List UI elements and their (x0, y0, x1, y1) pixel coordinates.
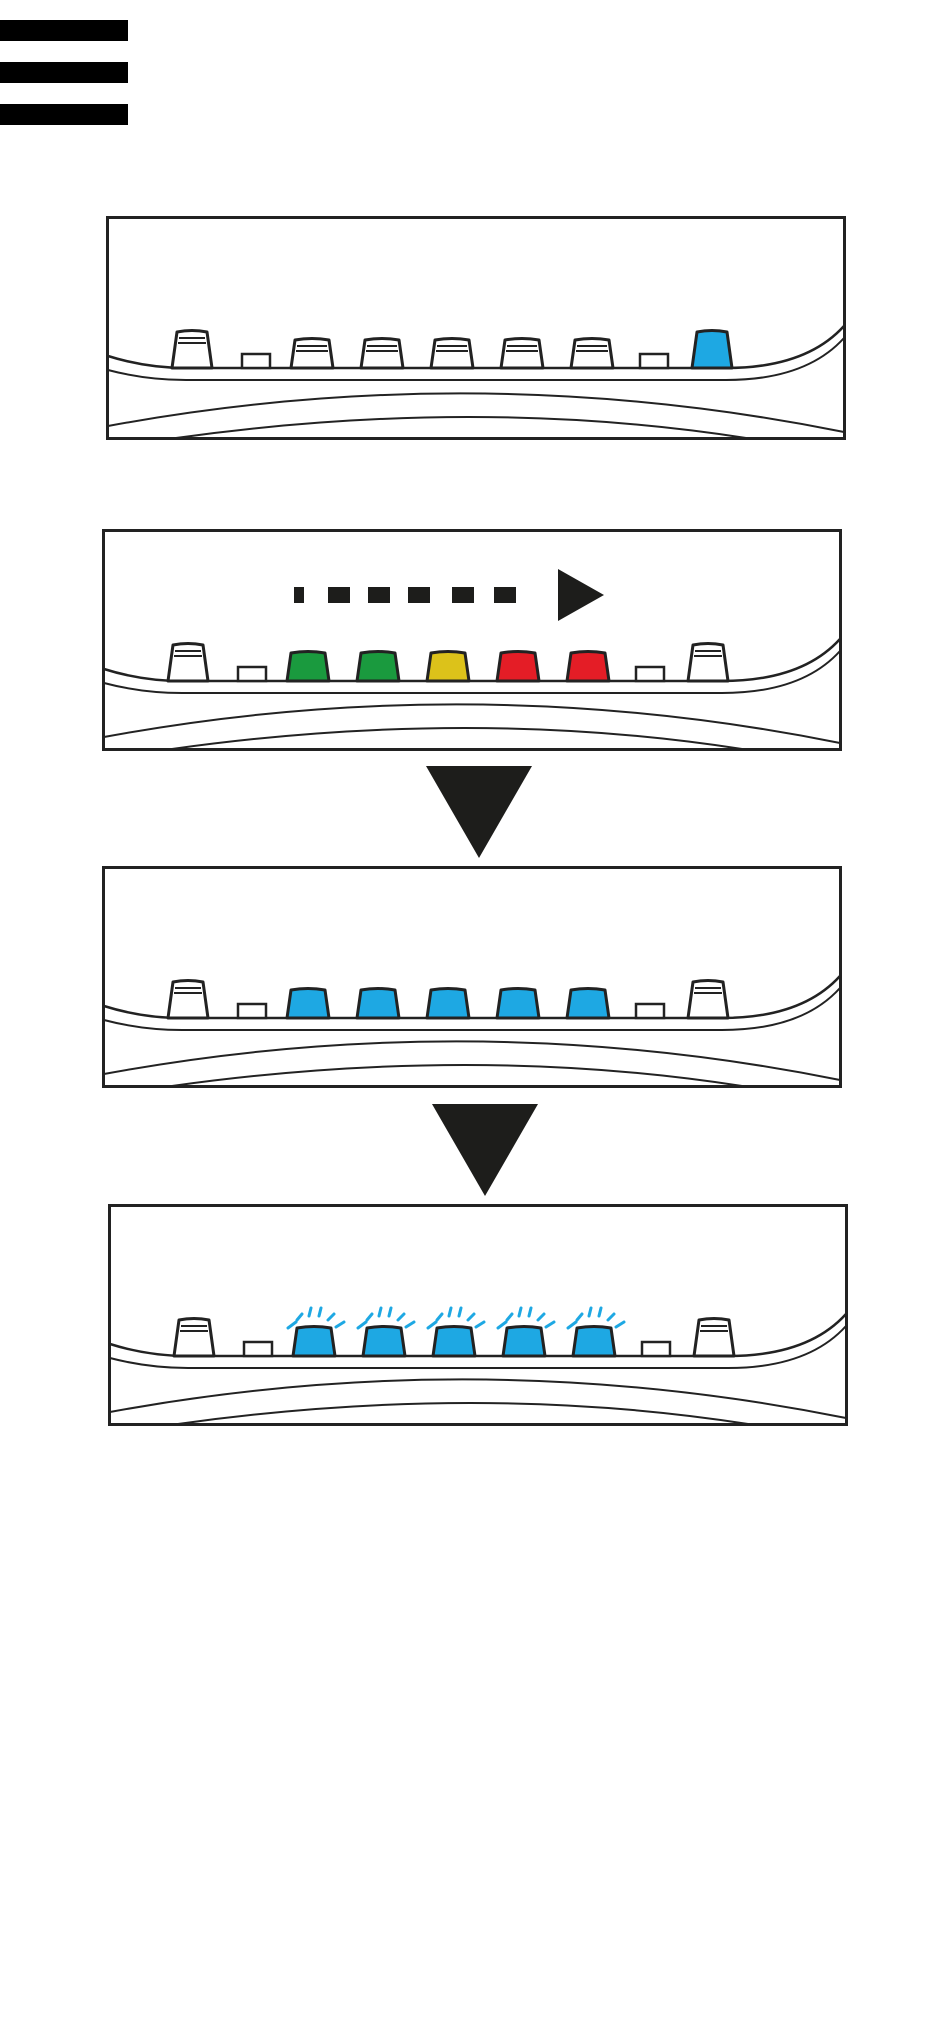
panel-1 (106, 216, 846, 440)
small-key (242, 354, 270, 368)
key-unlit (174, 1319, 214, 1357)
key-unlit (291, 339, 333, 369)
key-lit-red (567, 652, 609, 682)
small-key (238, 667, 266, 681)
key-unlit (168, 644, 208, 682)
small-key (244, 1342, 272, 1356)
panel-4 (108, 1204, 848, 1426)
keyboard-frame (104, 868, 841, 1087)
key-lit-blue (363, 1327, 405, 1357)
small-key (636, 667, 664, 681)
key-lit-blue (293, 1327, 335, 1357)
key-lit-green (357, 652, 399, 682)
keyboard-frame (104, 531, 841, 750)
down-triangle-arrow-icon (432, 1104, 538, 1196)
key-lit-green (287, 652, 329, 682)
key-lit-blue (567, 989, 609, 1019)
panel-3 (102, 866, 842, 1088)
key-lit-blue (573, 1327, 615, 1357)
small-key (642, 1342, 670, 1356)
key-lit-yellow (427, 652, 469, 682)
keyboard-frame (108, 218, 845, 439)
key-unlit (431, 339, 473, 369)
key-lit-red (497, 652, 539, 682)
key-unlit (688, 644, 728, 682)
hamburger-menu-icon[interactable] (0, 20, 128, 126)
small-key (640, 354, 668, 368)
key-lit-blue (433, 1327, 475, 1357)
key-lit-blue (497, 989, 539, 1019)
key-unlit (688, 981, 728, 1019)
keyboard-frame (110, 1206, 847, 1425)
key-lit-blue (427, 989, 469, 1019)
key-unlit (501, 339, 543, 369)
key-unlit (172, 331, 212, 369)
key-unlit (361, 339, 403, 369)
key-lit-blue (357, 989, 399, 1019)
key-unlit (694, 1319, 734, 1357)
key-lit-blue (503, 1327, 545, 1357)
key-unlit (571, 339, 613, 369)
key-lit-blue (287, 989, 329, 1019)
key-lit-blue (692, 331, 732, 369)
key-unlit (168, 981, 208, 1019)
small-key (636, 1004, 664, 1018)
down-triangle-arrow-icon (426, 766, 532, 858)
panel-2 (102, 529, 842, 751)
small-key (238, 1004, 266, 1018)
